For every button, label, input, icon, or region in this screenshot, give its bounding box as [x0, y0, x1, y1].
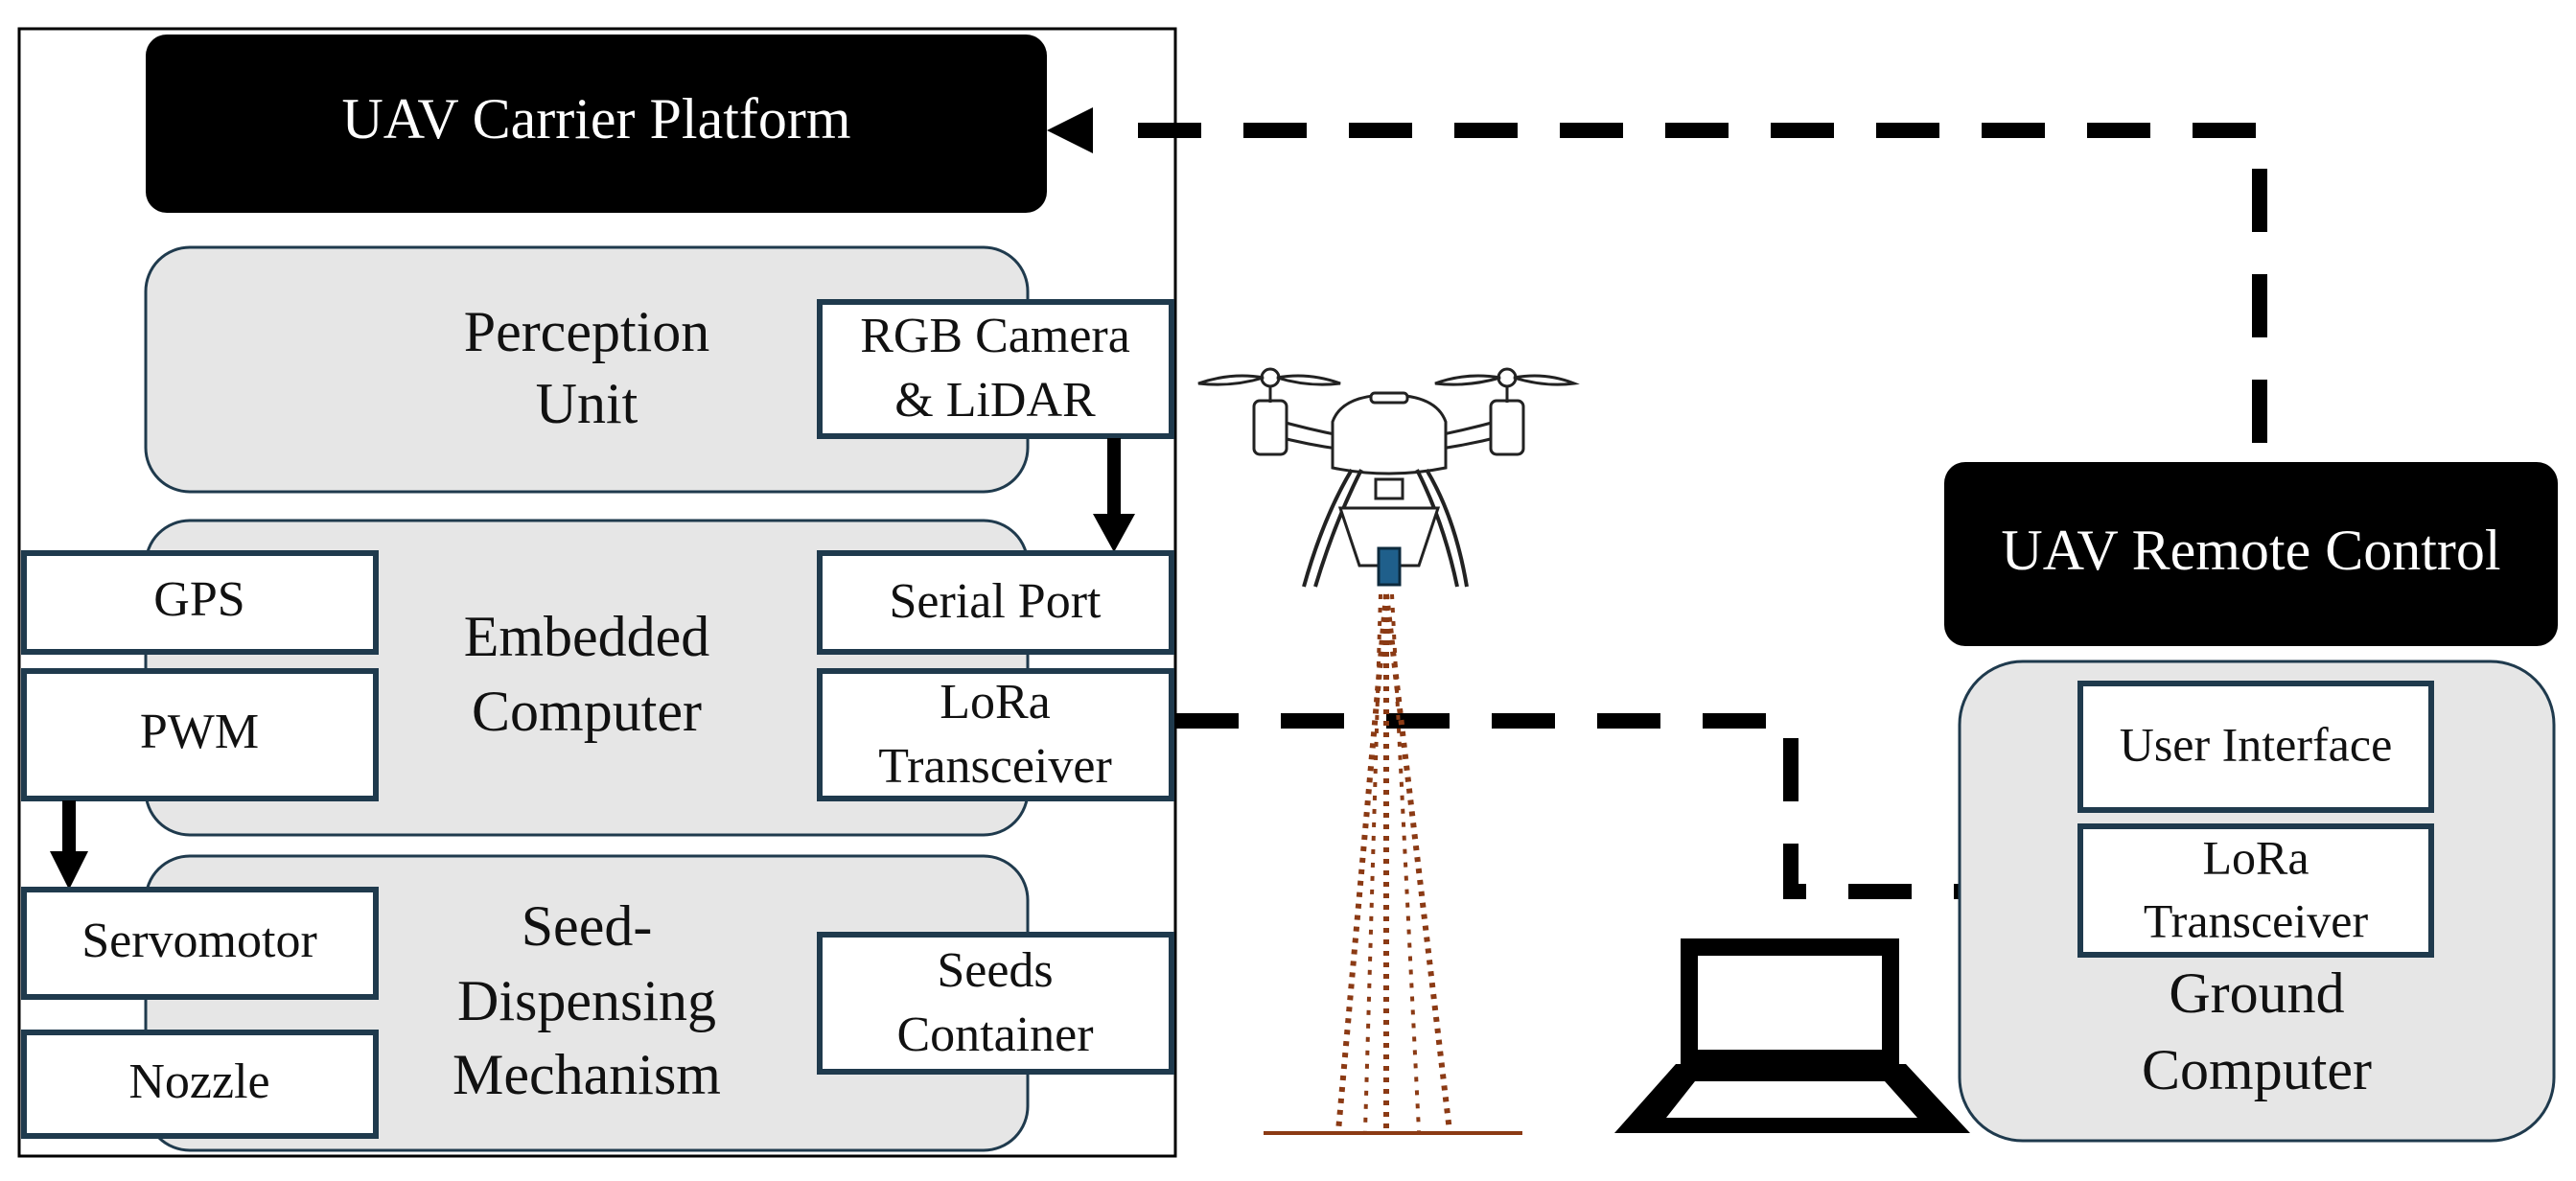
uav-remote-control-label: UAV Remote Control	[2001, 519, 2500, 582]
servomotor-box: Servomotor	[21, 887, 379, 1000]
embedded-computer-title-line2: Computer	[472, 680, 702, 743]
nozzle-label: Nozzle	[128, 1054, 269, 1109]
seeds-container-line1: Seeds	[937, 943, 1053, 998]
uav-remote-control-block: UAV Remote Control	[1944, 462, 2558, 646]
seeds-container-box: Seeds Container	[817, 932, 1174, 1075]
perception-unit-title-line2: Unit	[536, 372, 638, 435]
laptop-icon	[1614, 938, 1970, 1133]
serial-port-box: Serial Port	[817, 550, 1174, 655]
remote-control-link	[1047, 107, 2267, 443]
gps-label: GPS	[153, 572, 244, 627]
rgb-camera-lidar-box: RGB Camera & LiDAR	[817, 299, 1174, 439]
ground-computer-title-line2: Computer	[2142, 1038, 2372, 1101]
ground-computer-title-line1: Ground	[2169, 961, 2344, 1025]
ground-lora-line2: Transceiver	[2144, 893, 2369, 947]
arrow-sensor-to-serial	[1093, 438, 1135, 552]
pwm-label: PWM	[140, 705, 259, 759]
onboard-lora-line1: LoRa	[940, 675, 1051, 729]
drone-icon	[1197, 367, 1580, 588]
seed-dispensing-title-line2: Dispensing	[457, 969, 716, 1032]
rgb-camera-lidar-line2: & LiDAR	[894, 373, 1096, 428]
arrow-pwm-to-servomotor	[50, 800, 88, 890]
rgb-camera-lidar-line1: RGB Camera	[860, 309, 1130, 363]
gps-box: GPS	[21, 550, 379, 655]
ground-lora-transceiver-box: LoRa Transceiver	[2077, 823, 2434, 958]
seeds-container-line2: Container	[896, 1007, 1093, 1062]
sensor-icon	[1377, 546, 1402, 587]
onboard-system-frame	[17, 27, 1177, 1158]
nozzle-box: Nozzle	[21, 1030, 379, 1139]
seed-dispensing-title-line1: Seed-	[522, 894, 653, 958]
lora-radio-link	[1175, 713, 2078, 915]
serial-port-label: Serial Port	[890, 574, 1102, 629]
ground-lora-line1: LoRa	[2202, 830, 2309, 884]
seed-dispensing-title-line3: Mechanism	[453, 1043, 721, 1106]
servomotor-label: Servomotor	[81, 914, 317, 968]
user-interface-box: User Interface	[2077, 681, 2434, 813]
perception-unit-title-line1: Perception	[464, 300, 710, 363]
onboard-lora-line2: Transceiver	[878, 739, 1112, 794]
sensing-beam	[1264, 593, 1522, 1135]
uav-carrier-platform-label: UAV Carrier Platform	[341, 87, 850, 151]
onboard-lora-transceiver-box: LoRa Transceiver	[817, 668, 1174, 801]
pwm-box: PWM	[21, 668, 379, 801]
embedded-computer-title-line1: Embedded	[464, 605, 710, 668]
uav-carrier-platform-block: UAV Carrier Platform	[146, 35, 1047, 213]
user-interface-label: User Interface	[2120, 717, 2393, 771]
